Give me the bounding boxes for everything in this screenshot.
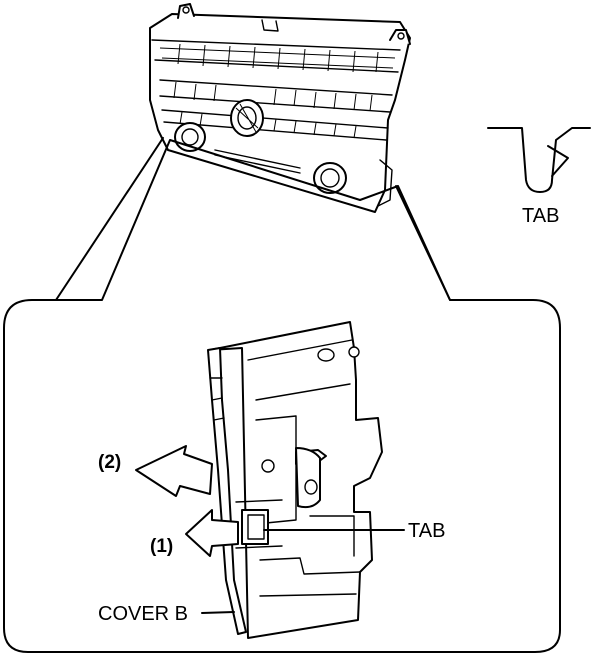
button-row-middle [159, 79, 393, 113]
step-1-label: (1) [150, 536, 173, 557]
arrow-step-2 [135, 445, 213, 497]
tab-clip [235, 499, 283, 549]
center-knob [230, 99, 264, 137]
cover-b-label: COVER B [98, 603, 188, 625]
control-panel-illustration [149, 3, 411, 213]
right-knob [313, 162, 347, 194]
cover-detail-illustration [207, 321, 383, 639]
cover-leader-line [201, 611, 235, 614]
button-row-lower [161, 109, 389, 141]
step-2-label: (2) [98, 452, 121, 473]
cover-b-panel [207, 347, 247, 635]
tab-detail-illustration [487, 127, 591, 193]
tab-detail-label: TAB [522, 205, 559, 227]
callout-bubble [3, 139, 561, 653]
tab-callout-label: TAB [408, 520, 445, 542]
button-row-upper [159, 43, 396, 73]
arrow-step-1 [185, 509, 239, 557]
